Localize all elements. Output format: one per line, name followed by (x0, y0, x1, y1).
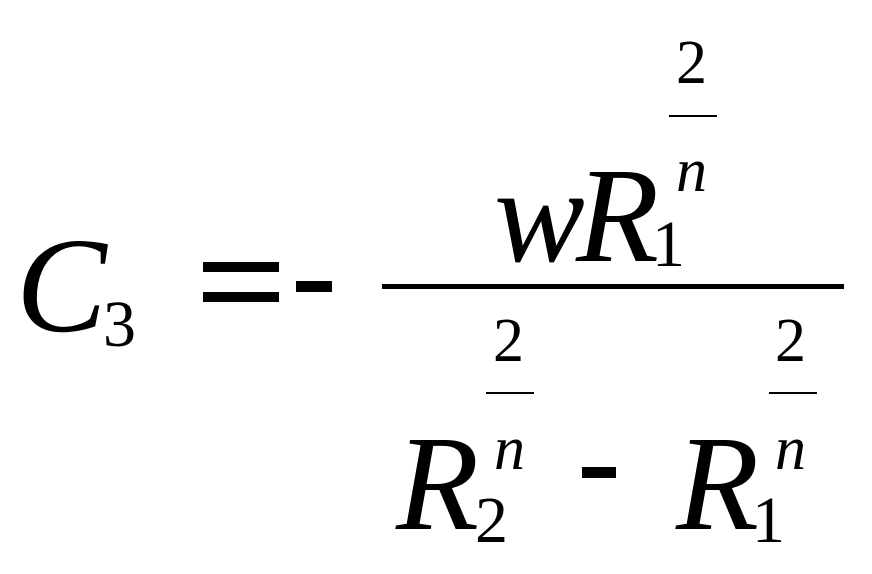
lhs-subscript: 3 (103, 288, 136, 361)
denominator-term1-r: R (396, 409, 480, 559)
numerator-w: w (494, 141, 585, 291)
numerator-exponent-bottom: n (676, 137, 707, 205)
denominator-term1-subscript: 2 (475, 484, 508, 557)
numerator-subscript: 1 (652, 208, 685, 281)
denominator-term1-exponent-bar (486, 392, 534, 394)
minus-sign (296, 281, 332, 292)
numerator-exponent-top: 2 (676, 29, 707, 97)
denominator-term2-exponent-top: 2 (775, 307, 806, 375)
denominator-term2-r: R (676, 409, 760, 559)
denominator-term1-exponent-top: 2 (493, 307, 524, 375)
denominator-minus-sign (582, 467, 616, 478)
denominator-term2-exponent-bar (769, 392, 817, 394)
fraction-bar (382, 284, 844, 289)
denominator-term2-exponent-bottom: n (775, 415, 806, 483)
numerator-r: R (576, 141, 660, 291)
lhs-symbol: C (16, 211, 107, 361)
denominator-term1-exponent-bottom: n (494, 415, 525, 483)
numerator-exponent-bar (669, 115, 717, 117)
denominator-term2-subscript: 1 (752, 484, 785, 557)
